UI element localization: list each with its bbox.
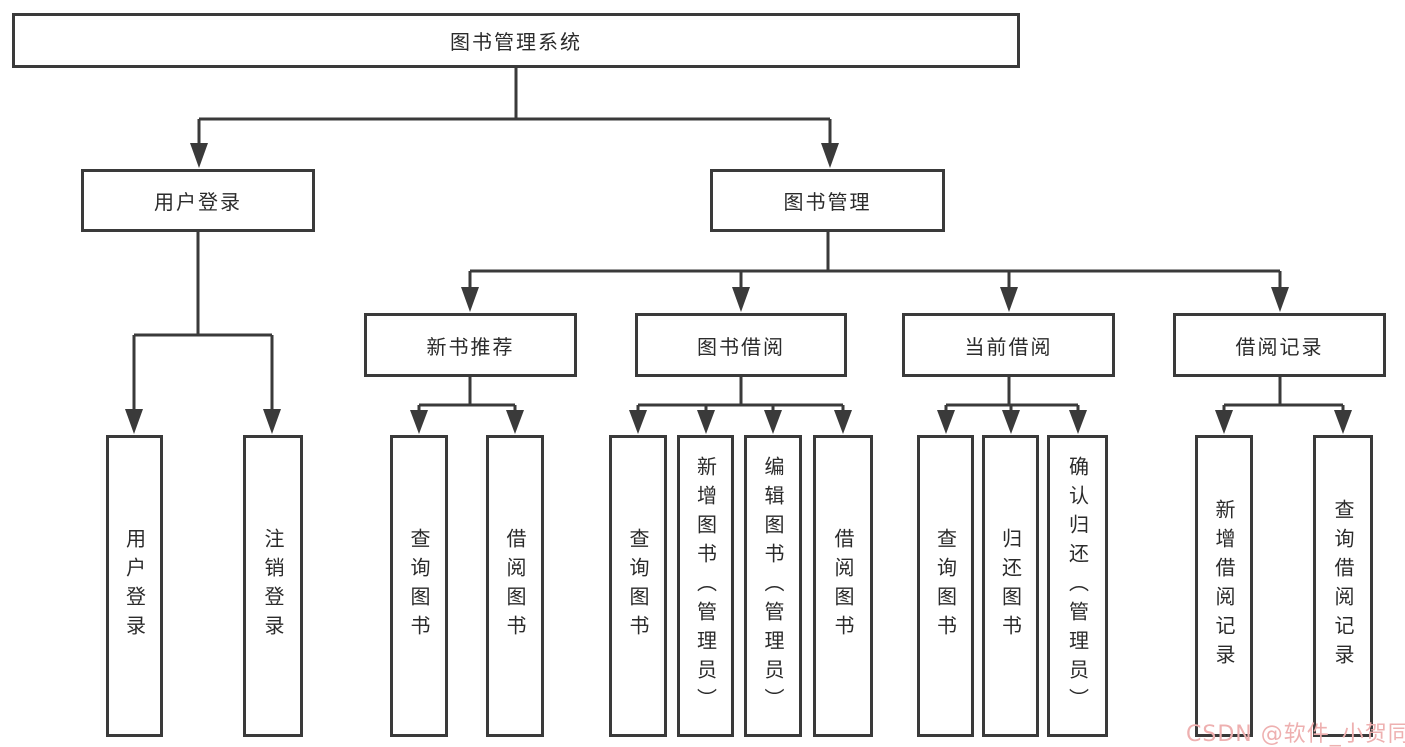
leaf-query-borrow-record: 查询借阅记录 — [1313, 435, 1373, 737]
watermark-text: CSDN @软件_小贺同学 — [1186, 722, 1405, 747]
leaf-borrow-books-label: 借阅图书 — [831, 528, 855, 644]
leaf-current-query-books: 查询图书 — [917, 435, 974, 737]
leaf-confirm-return-admin: 确认归还（管理员） — [1047, 435, 1108, 737]
node-root-label: 图书管理系统 — [450, 30, 582, 54]
node-borrow-records: 借阅记录 — [1173, 313, 1386, 377]
leaf-add-borrow-record: 新增借阅记录 — [1195, 435, 1253, 737]
node-current-borrow: 当前借阅 — [902, 313, 1115, 377]
leaf-recommend-query-books: 查询图书 — [390, 435, 448, 737]
node-book-management: 图书管理 — [710, 169, 945, 232]
node-user-login: 用户登录 — [81, 169, 315, 232]
leaf-borrow-query-books-label: 查询图书 — [626, 528, 650, 644]
leaf-logout-label: 注销登录 — [261, 528, 285, 644]
node-new-book-recommend: 新书推荐 — [364, 313, 577, 377]
leaf-borrow-query-books: 查询图书 — [609, 435, 667, 737]
node-book-borrow: 图书借阅 — [635, 313, 847, 377]
leaf-user-login: 用户登录 — [106, 435, 163, 737]
leaf-return-books-label: 归还图书 — [998, 528, 1023, 644]
node-new-book-recommend-label: 新书推荐 — [426, 334, 515, 359]
leaf-edit-books-admin-label: 编辑图书（管理员） — [761, 455, 785, 717]
node-user-login-label: 用户登录 — [154, 190, 242, 214]
leaf-edit-books-admin: 编辑图书（管理员） — [744, 435, 802, 737]
node-book-borrow-label: 图书借阅 — [697, 334, 785, 359]
leaf-add-borrow-record-label: 新增借阅记录 — [1212, 499, 1236, 673]
arrowheads — [125, 143, 1352, 434]
leaf-confirm-return-admin-label: 确认归还（管理员） — [1065, 455, 1090, 717]
leaf-recommend-borrow-books-label: 借阅图书 — [503, 528, 527, 644]
leaf-return-books: 归还图书 — [982, 435, 1039, 737]
node-book-management-label: 图书管理 — [783, 190, 872, 214]
leaf-recommend-query-books-label: 查询图书 — [407, 528, 431, 644]
leaf-add-books-admin-label: 新增图书（管理员） — [693, 455, 718, 717]
node-current-borrow-label: 当前借阅 — [964, 334, 1053, 359]
leaf-borrow-books: 借阅图书 — [813, 435, 873, 737]
node-root: 图书管理系统 — [12, 13, 1020, 68]
leaf-query-borrow-record-label: 查询借阅记录 — [1331, 499, 1355, 673]
node-borrow-records-label: 借阅记录 — [1235, 334, 1324, 359]
leaf-current-query-books-label: 查询图书 — [933, 528, 958, 644]
leaf-recommend-borrow-books: 借阅图书 — [486, 435, 544, 737]
leaf-logout: 注销登录 — [243, 435, 303, 737]
leaf-add-books-admin: 新增图书（管理员） — [677, 435, 734, 737]
leaf-user-login-label: 用户登录 — [122, 528, 147, 644]
